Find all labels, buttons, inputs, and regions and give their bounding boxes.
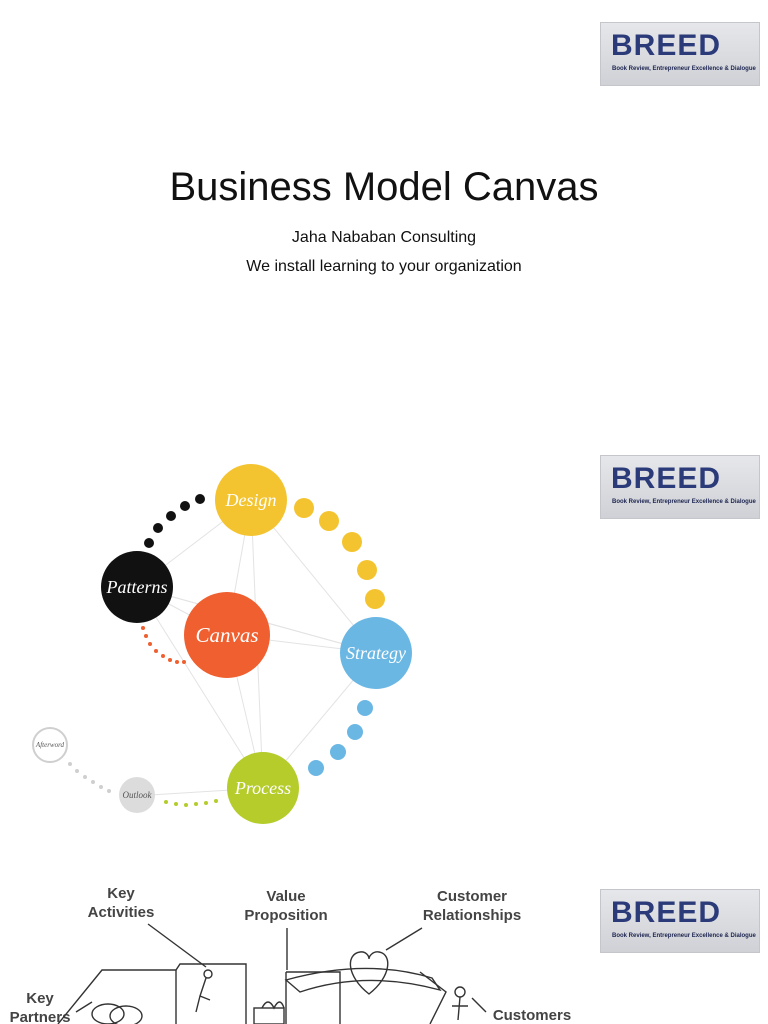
label-key-activities: Key Activities (87, 885, 155, 921)
patterns-design-dots (144, 494, 205, 548)
node-canvas-label: Canvas (196, 623, 259, 647)
label-key-partners: Key Partners (9, 990, 71, 1024)
slide-subtitle-tagline: We install learning to your organization (246, 258, 522, 275)
label-customer-relationships: Customer Relationships (422, 888, 522, 924)
node-canvas: Canvas (184, 592, 270, 678)
strategy-process-dots (308, 700, 373, 776)
node-design-label: Design (225, 490, 277, 510)
logo-tagline: Book Review, Entrepreneur Excellence & D… (612, 499, 756, 505)
node-process-label: Process (234, 778, 291, 798)
afterword-outlook-dots (68, 762, 111, 793)
logo-tagline: Book Review, Entrepreneur Excellence & D… (612, 66, 756, 72)
process-outlook-dots (164, 799, 218, 807)
node-outlook-label: Outlook (123, 790, 153, 800)
slide-subtitle-company: Jaha Nababan Consulting (291, 229, 477, 246)
bmg-structure-slide: BREED Book Review, Entrepreneur Excellen… (0, 420, 768, 860)
canvas-sketch-lines (57, 923, 487, 1024)
node-patterns: Patterns (101, 551, 173, 623)
business-model-canvas-slide: BREED Book Review, Entrepreneur Excellen… (0, 862, 768, 1024)
business-model-canvas-sketch (57, 923, 487, 1024)
logo-brand: BREED (611, 462, 722, 495)
logo-brand: BREED (611, 896, 722, 929)
label-customers: Customers (492, 1007, 572, 1024)
label-value-proposition: Value Proposition (244, 888, 328, 924)
node-process: Process (227, 752, 299, 824)
breed-logo: BREED Book Review, Entrepreneur Excellen… (600, 455, 760, 519)
node-strategy-label: Strategy (346, 643, 406, 663)
node-strategy: Strategy (340, 617, 412, 689)
node-design: Design (215, 464, 287, 536)
node-afterword: Afterword (32, 727, 68, 763)
node-outlook: Outlook (119, 777, 155, 813)
patterns-canvas-dots (141, 626, 186, 664)
node-patterns-label: Patterns (106, 577, 168, 597)
breed-logo: BREED Book Review, Entrepreneur Excellen… (600, 889, 760, 953)
title-slide: BREED Book Review, Entrepreneur Excellen… (0, 0, 768, 420)
slide-title: Business Model Canvas (169, 165, 599, 209)
breed-logo: BREED Book Review, Entrepreneur Excellen… (600, 22, 760, 86)
logo-tagline: Book Review, Entrepreneur Excellence & D… (612, 933, 756, 939)
design-strategy-dots (294, 498, 385, 609)
book-structure-diagram: Design Patterns Canvas Strategy Process … (32, 464, 412, 824)
logo-brand: BREED (611, 29, 722, 62)
node-afterword-label: Afterword (35, 741, 65, 749)
